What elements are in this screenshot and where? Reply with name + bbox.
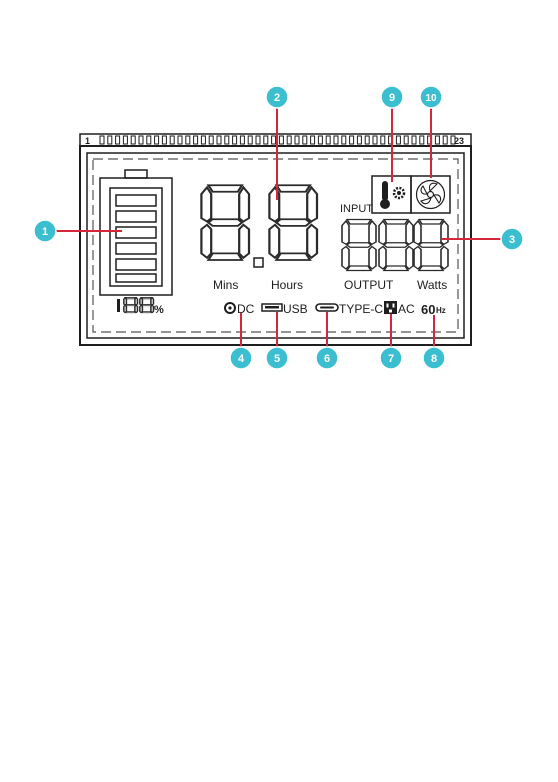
tick-mark bbox=[194, 136, 198, 144]
tick-mark bbox=[318, 136, 322, 144]
tick-mark bbox=[139, 136, 143, 144]
callout-1-number: 1 bbox=[42, 226, 48, 238]
tick-mark bbox=[240, 136, 244, 144]
tick-mark bbox=[326, 136, 330, 144]
watts-label: Watts bbox=[417, 278, 447, 292]
watts-digits bbox=[342, 220, 448, 271]
hz-value: 60 bbox=[421, 302, 435, 317]
callout-2: 2 bbox=[266, 86, 288, 108]
tick-mark bbox=[334, 136, 338, 144]
dc-label: DC bbox=[237, 302, 255, 316]
ac-label: AC bbox=[398, 302, 415, 316]
callout-3-number: 3 bbox=[509, 234, 515, 246]
dc-port-indicator: DC bbox=[225, 302, 255, 316]
tick-mark bbox=[279, 136, 283, 144]
tick-mark bbox=[350, 136, 354, 144]
tick-mark bbox=[123, 136, 127, 144]
battery-icon bbox=[100, 170, 172, 295]
typec-label: TYPE-C bbox=[339, 302, 383, 316]
callout-1: 1 bbox=[34, 220, 56, 242]
callout-8-number: 8 bbox=[431, 353, 437, 365]
tick-mark bbox=[287, 136, 291, 144]
tick-mark bbox=[162, 136, 166, 144]
typec-port-icon bbox=[316, 304, 338, 311]
tick-mark bbox=[435, 136, 439, 144]
usb-port-indicator: USB bbox=[262, 302, 308, 316]
tick-mark bbox=[357, 136, 361, 144]
callout-5: 5 bbox=[266, 347, 288, 369]
tick-mark bbox=[201, 136, 205, 144]
callout-5-number: 5 bbox=[274, 353, 280, 365]
time-digits bbox=[201, 185, 317, 267]
tick-start-label: 1 bbox=[85, 136, 90, 146]
tick-mark bbox=[272, 136, 276, 144]
tick-mark bbox=[420, 136, 424, 144]
battery-percent-readout: % bbox=[117, 297, 164, 316]
tick-mark bbox=[412, 136, 416, 144]
tick-mark bbox=[186, 136, 190, 144]
mins-label: Mins bbox=[213, 278, 238, 292]
callout-10-number: 10 bbox=[425, 93, 437, 104]
callout-4-number: 4 bbox=[238, 353, 245, 365]
tick-mark bbox=[264, 136, 268, 144]
tick-mark bbox=[217, 136, 221, 144]
input-label: INPUT bbox=[340, 203, 373, 215]
tick-mark bbox=[108, 136, 112, 144]
tick-mark bbox=[170, 136, 174, 144]
tick-mark bbox=[303, 136, 307, 144]
tick-mark bbox=[404, 136, 408, 144]
tick-mark bbox=[295, 136, 299, 144]
ac-outlet-icon bbox=[384, 301, 397, 314]
tick-mark bbox=[100, 136, 104, 144]
tick-mark bbox=[233, 136, 237, 144]
callout-4: 4 bbox=[230, 347, 252, 369]
callout-7: 7 bbox=[380, 347, 402, 369]
callout-9-number: 9 bbox=[389, 92, 395, 104]
callout-10: 10 bbox=[420, 86, 442, 108]
tick-mark bbox=[248, 136, 252, 144]
tick-end-label: 23 bbox=[454, 136, 464, 146]
callout-3: 3 bbox=[501, 228, 523, 250]
tick-mark bbox=[373, 136, 377, 144]
tick-mark bbox=[116, 136, 120, 144]
callout-9: 9 bbox=[381, 86, 403, 108]
decimal-point bbox=[254, 258, 263, 267]
ac-port-indicator: AC bbox=[384, 301, 415, 316]
frequency-indicator: 60 Hz bbox=[421, 302, 446, 317]
hours-label: Hours bbox=[271, 278, 303, 292]
dc-port-icon bbox=[225, 303, 235, 313]
tick-mark bbox=[225, 136, 229, 144]
tick-mark bbox=[155, 136, 159, 144]
tick-mark bbox=[396, 136, 400, 144]
fan-icon bbox=[411, 176, 450, 213]
output-label: OUTPUT bbox=[344, 278, 394, 292]
tick-mark bbox=[209, 136, 213, 144]
callout-8: 8 bbox=[423, 347, 445, 369]
tick-mark bbox=[131, 136, 135, 144]
usb-label: USB bbox=[283, 302, 308, 316]
callout-6: 6 bbox=[316, 347, 338, 369]
tick-bar: 1 23 bbox=[80, 134, 471, 146]
tick-mark bbox=[381, 136, 385, 144]
tick-mark bbox=[443, 136, 447, 144]
usb-port-icon bbox=[262, 304, 282, 311]
tick-mark bbox=[147, 136, 151, 144]
callout-7-number: 7 bbox=[388, 353, 394, 365]
hz-unit: Hz bbox=[436, 306, 446, 315]
percent-sign: % bbox=[154, 304, 164, 316]
tick-mark bbox=[365, 136, 369, 144]
callout-6-number: 6 bbox=[324, 353, 330, 365]
tick-mark bbox=[342, 136, 346, 144]
tick-mark bbox=[256, 136, 260, 144]
tick-mark bbox=[178, 136, 182, 144]
callout-2-number: 2 bbox=[274, 92, 280, 104]
tick-mark bbox=[311, 136, 315, 144]
